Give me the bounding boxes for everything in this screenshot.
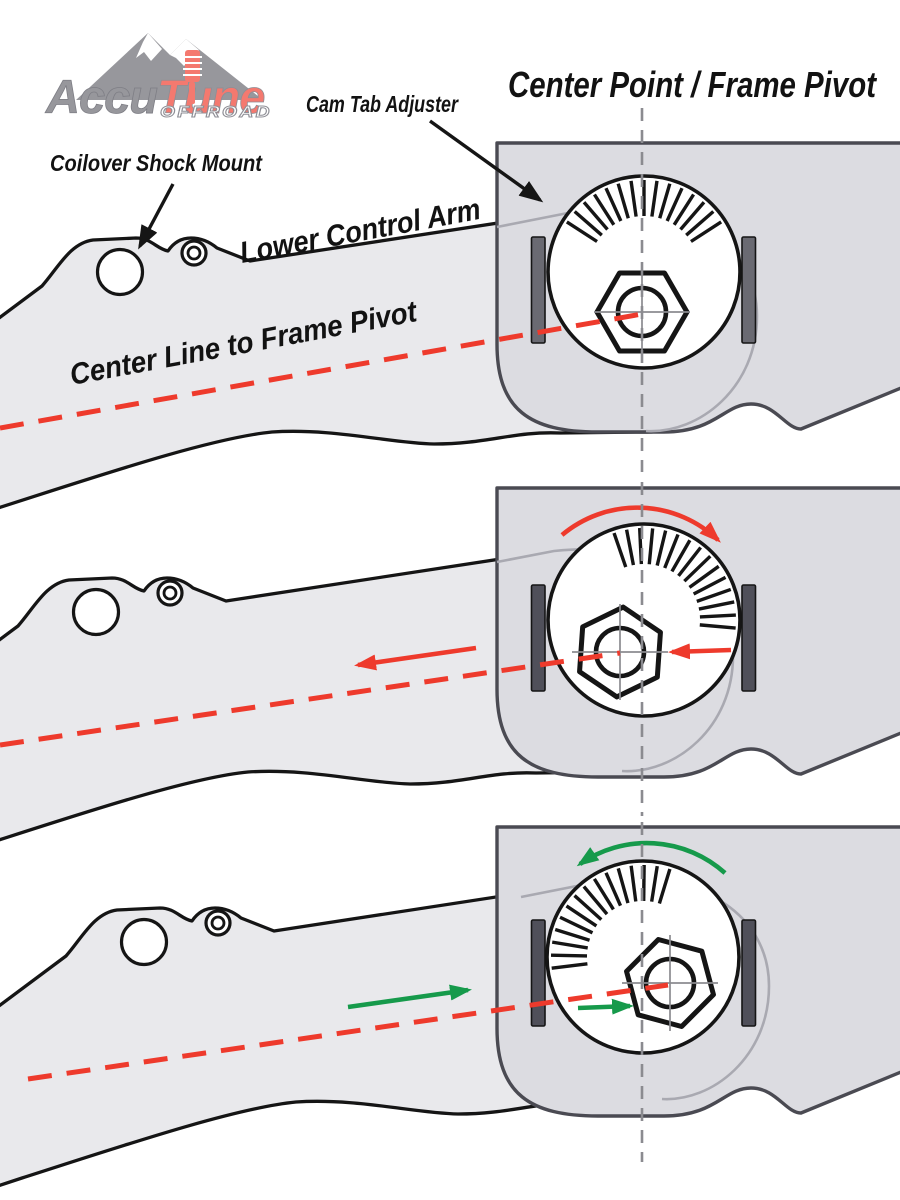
coilover-shock-mount-arrow bbox=[138, 183, 175, 250]
cam-nut bbox=[562, 597, 677, 707]
arm-direction-arrow-short-left bbox=[668, 643, 732, 660]
title: Center Point / Frame Pivot bbox=[508, 64, 878, 105]
logo-mountain-snow2 bbox=[170, 39, 199, 66]
cam-tab-left bbox=[530, 584, 546, 692]
cam-tab-right bbox=[741, 236, 757, 344]
logo-mountain bbox=[76, 33, 263, 100]
center-line-to-frame-pivot-dashed bbox=[27, 982, 669, 1082]
center-line-to-frame-pivot-dashed bbox=[0, 650, 621, 748]
panel-counterclockwise bbox=[0, 822, 900, 1199]
panel-neutral: Center Point / Frame Pivot Cam Tab Adjus… bbox=[0, 64, 900, 529]
cam-tab-left bbox=[530, 236, 546, 344]
cam-tab-adjuster-label: Cam Tab Adjuster bbox=[306, 91, 459, 117]
logo-accu: Accu bbox=[45, 70, 157, 123]
rotation-arrow-counterclockwise bbox=[576, 840, 727, 875]
logo-shock-icon bbox=[183, 50, 202, 104]
logo-wordmark: AccuTune bbox=[45, 70, 264, 123]
cam-tab-right bbox=[741, 584, 757, 692]
cam-tab-left bbox=[530, 919, 546, 1027]
center-line-to-frame-pivot-dashed bbox=[0, 311, 643, 431]
arm-direction-arrow-long-right bbox=[347, 984, 472, 1010]
logo-tune: Tune bbox=[157, 70, 264, 123]
logo-mountain-snow bbox=[136, 33, 162, 61]
logo-offroad: OFFROAD bbox=[160, 104, 272, 121]
accutune-offroad-logo: AccuTune OFFROAD bbox=[45, 33, 272, 123]
cam-tab-right bbox=[741, 919, 757, 1027]
arm-direction-arrow-long-left bbox=[354, 645, 477, 671]
coilover-shock-mount-label: Coilover Shock Mount bbox=[50, 150, 263, 176]
arm-direction-arrow-short-right bbox=[577, 998, 634, 1015]
cam-tab-adjuster-arrow bbox=[429, 119, 544, 203]
cam-nut bbox=[616, 934, 723, 1033]
panel-clockwise bbox=[0, 482, 900, 869]
